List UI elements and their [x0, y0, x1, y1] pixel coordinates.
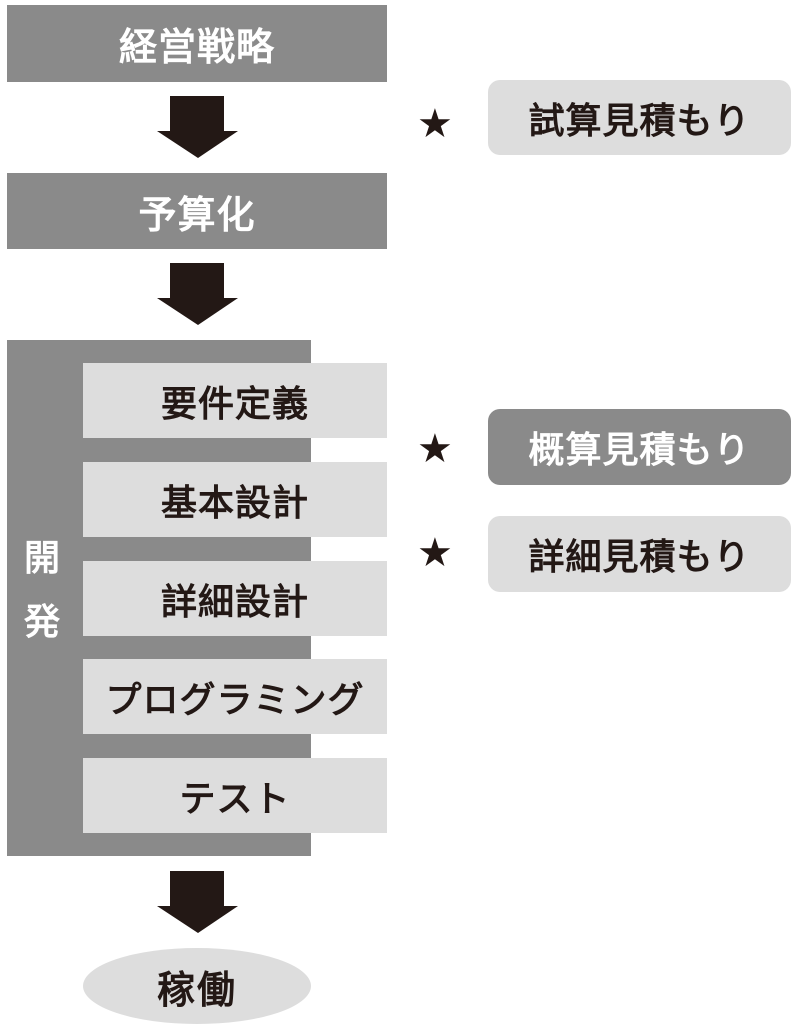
- strategy-box: 経営戦略: [7, 5, 387, 82]
- phase-label: テスト: [179, 778, 291, 820]
- development-label-char: 発: [23, 602, 60, 643]
- operation-label: 稼働: [156, 967, 237, 1012]
- phase-testing: テスト: [83, 758, 387, 833]
- phase-label: 要件定義: [160, 383, 309, 425]
- estimate-rough: 概算見積もり: [488, 409, 791, 485]
- estimate-trial: 試算見積もり: [488, 80, 791, 155]
- development-label: 開 発: [12, 522, 72, 660]
- star-icon: ★: [417, 101, 453, 147]
- phase-label: プログラミング: [105, 679, 365, 721]
- strategy-label: 経営戦略: [118, 25, 275, 69]
- down-arrow-icon: [157, 871, 239, 934]
- operation-oval: 稼働: [83, 948, 311, 1024]
- phase-requirements: 要件定義: [83, 363, 387, 438]
- estimate-detailed: 詳細見積もり: [488, 516, 791, 592]
- phase-basic-design: 基本設計: [83, 462, 387, 537]
- phase-label: 詳細設計: [160, 581, 309, 623]
- estimate-label: 詳細見積もり: [528, 537, 751, 578]
- phase-detailed-design: 詳細設計: [83, 561, 387, 636]
- down-arrow-icon: [157, 96, 239, 159]
- budgeting-box: 予算化: [7, 173, 387, 249]
- estimate-label: 概算見積もり: [528, 430, 751, 471]
- development-label-char: 開: [23, 538, 60, 579]
- down-arrow-icon: [157, 263, 239, 326]
- budgeting-label: 予算化: [138, 192, 256, 237]
- star-icon: ★: [417, 530, 453, 576]
- star-icon: ★: [417, 426, 453, 472]
- phase-programming: プログラミング: [83, 659, 387, 734]
- estimate-label: 試算見積もり: [528, 100, 751, 142]
- phase-label: 基本設計: [160, 482, 309, 524]
